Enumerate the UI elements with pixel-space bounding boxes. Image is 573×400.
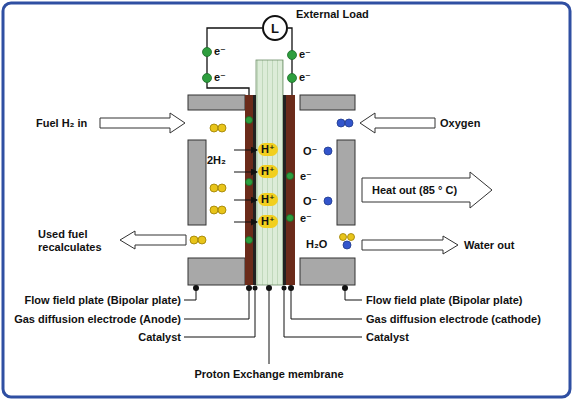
- cathode: [286, 95, 295, 285]
- proton-label: H⁺: [258, 193, 278, 206]
- outlet-label: Water out: [464, 239, 514, 252]
- part-label: Proton Exchange membrane: [194, 368, 343, 381]
- anode: [245, 95, 253, 285]
- catalyst: [283, 95, 286, 285]
- component-label: External Load: [296, 8, 369, 21]
- heat-label: Heat out (85 ° C): [372, 184, 457, 197]
- flow-arrow: [100, 113, 492, 254]
- electron-label: e⁻: [299, 71, 311, 84]
- part-label: Catalyst: [138, 331, 181, 344]
- membrane: [256, 60, 283, 285]
- electron-label: e⁻: [300, 170, 312, 183]
- wire: [288, 28, 292, 95]
- part-label: Catalyst: [366, 331, 409, 344]
- electron-label: e⁻: [300, 212, 312, 225]
- outlet-label: Used fuel recalculates: [38, 228, 116, 254]
- part-label: Gas diffusion electrode (cathode): [366, 313, 541, 326]
- leader-dot: [193, 285, 348, 291]
- inlet-label: Oxygen: [440, 117, 480, 130]
- oxygen-molecule: [324, 119, 353, 249]
- electron-label: e⁻: [299, 48, 311, 61]
- ion-label: O⁻: [303, 145, 317, 158]
- frame: [3, 3, 570, 397]
- proton-label: H⁺: [258, 215, 278, 228]
- species-label: 2H₂: [207, 154, 226, 167]
- proton-label: H⁺: [258, 143, 278, 156]
- part-label: Flow field plate (Bipolar plate): [25, 294, 181, 307]
- hydrogen-molecule: [190, 124, 355, 244]
- load-circle: L: [262, 15, 288, 41]
- part-label: Gas diffusion electrode (Anode): [14, 313, 181, 326]
- inlet-label: Fuel H₂ in: [36, 117, 87, 130]
- load-label: L: [271, 21, 279, 36]
- proton-label: H⁺: [258, 165, 278, 178]
- proton-arrow: [234, 150, 257, 222]
- electron-label: e⁻: [214, 45, 226, 58]
- catalyst: [253, 95, 256, 285]
- electron-ball: [203, 48, 297, 244]
- leader-line: [184, 288, 362, 364]
- electron-label: e⁻: [214, 71, 226, 84]
- wire: [207, 28, 262, 95]
- part-label: Flow field plate (Bipolar plate): [366, 294, 522, 307]
- species-label: H₂O: [306, 238, 327, 251]
- ion-label: O⁻: [303, 195, 317, 208]
